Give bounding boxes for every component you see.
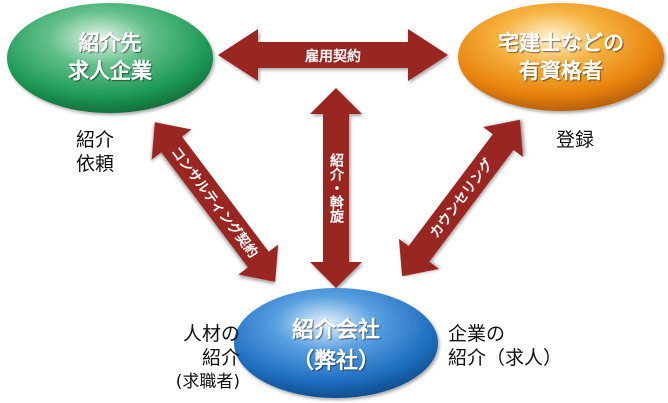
arrow-introduction: 紹介・斡旋 <box>310 88 362 288</box>
green-ellipse <box>7 3 213 113</box>
note-request: 紹介 依頼 <box>76 128 114 176</box>
double-arrow-diagonal-right-icon <box>398 119 524 277</box>
candidate-line-2: 有資格者 <box>519 59 603 83</box>
note-job: 企業の 紹介（求人） <box>448 322 562 370</box>
arrow-counseling: カウンセリング <box>398 119 524 277</box>
note-register: 登録 <box>556 128 594 152</box>
note-talent: 人材の 紹介 (求職者) <box>152 322 240 394</box>
note-job-line-2: 紹介（求人） <box>448 347 563 369</box>
client-line-1: 紹介先 <box>79 31 142 55</box>
double-arrow-horizontal-icon <box>218 29 448 81</box>
candidate-line-1: 宅建士などの <box>498 31 624 55</box>
note-talent-line-3: (求職者) <box>175 372 240 392</box>
note-talent-line-1: 人材の <box>182 323 240 345</box>
client-line-2: 求人企業 <box>68 59 153 83</box>
blue-ellipse <box>234 288 438 398</box>
node-referral-company: 紹介会社 （弊社） <box>234 288 438 398</box>
note-register-line-1: 登録 <box>556 129 595 151</box>
node-candidate: 宅建士などの 有資格者 <box>458 3 664 111</box>
note-request-line-2: 依頼 <box>76 153 115 175</box>
arrow-employment-contract: 雇用契約 <box>218 29 448 81</box>
arrow-consulting-contract: コンサルティング契約 <box>151 122 279 282</box>
company-line-1: 紹介会社 <box>292 317 380 343</box>
node-client-company: 紹介先 求人企業 <box>7 3 213 113</box>
orange-ellipse <box>458 3 664 111</box>
double-arrow-vertical-icon <box>310 88 362 288</box>
double-arrow-diagonal-left-icon <box>151 122 279 282</box>
company-line-2: （弊社） <box>292 348 380 374</box>
counseling-label: カウンセリング <box>426 155 497 241</box>
note-job-line-1: 企業の <box>448 323 506 345</box>
employment-contract-label: 雇用契約 <box>305 48 361 65</box>
introduction-label: 紹介・斡旋 <box>328 152 345 224</box>
note-talent-line-2: 紹介 <box>201 347 240 369</box>
consulting-contract-label: コンサルティング契約 <box>167 144 261 261</box>
note-request-line-1: 紹介 <box>76 129 115 151</box>
